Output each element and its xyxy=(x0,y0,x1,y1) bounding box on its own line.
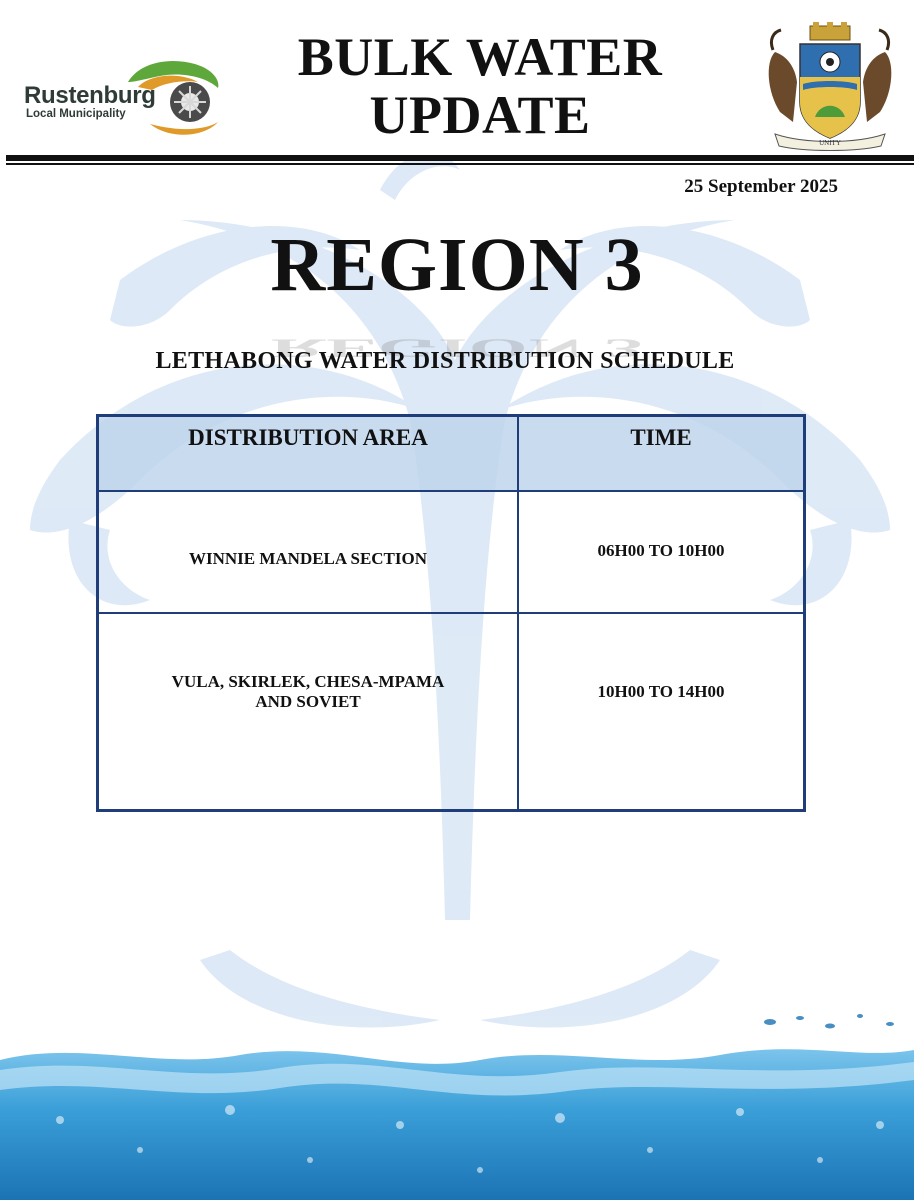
header-distribution-area: DISTRIBUTION AREA xyxy=(96,414,519,492)
logo-name: Rustenburg xyxy=(24,82,156,109)
table-header-row: DISTRIBUTION AREA TIME xyxy=(96,414,806,492)
table-row: VULA, SKIRLEK, CHESA-MPAMA AND SOVIET 10… xyxy=(96,612,806,812)
area-line-1: VULA, SKIRLEK, CHESA-MPAMA xyxy=(171,671,445,691)
coat-of-arms-icon: UNITY xyxy=(768,22,892,151)
logo-subname: Local Municipality xyxy=(26,108,126,120)
water-splash-graphic xyxy=(0,1014,914,1200)
title-line-1: BULK WATER xyxy=(297,27,663,87)
area-cell: WINNIE MANDELA SECTION xyxy=(96,490,519,614)
page-title: BULK WATER UPDATE xyxy=(260,28,700,144)
schedule-subtitle: LETHABONG WATER DISTRIBUTION SCHEDULE xyxy=(155,348,735,374)
region-heading: REGION 3 xyxy=(270,223,644,307)
time-cell: 06H00 TO 10H00 xyxy=(517,490,806,614)
header-time: TIME xyxy=(517,414,806,492)
header-rule-thick xyxy=(6,155,914,161)
time-cell: 10H00 TO 14H00 xyxy=(517,612,806,812)
area-line-2: AND SOVIET xyxy=(255,691,361,711)
table-row: WINNIE MANDELA SECTION 06H00 TO 10H00 xyxy=(96,490,806,614)
title-line-2: UPDATE xyxy=(369,85,591,145)
crest-motto: UNITY xyxy=(819,139,841,147)
rustenburg-logo-icon xyxy=(128,61,219,135)
header: Rustenburg Local Municipality BULK WATER… xyxy=(0,0,914,170)
bulletin-date: 25 September 2025 xyxy=(684,176,838,197)
header-rule-thin xyxy=(6,163,914,165)
area-cell: VULA, SKIRLEK, CHESA-MPAMA AND SOVIET xyxy=(96,612,519,812)
distribution-schedule-table: DISTRIBUTION AREA TIME WINNIE MANDELA SE… xyxy=(96,414,806,812)
